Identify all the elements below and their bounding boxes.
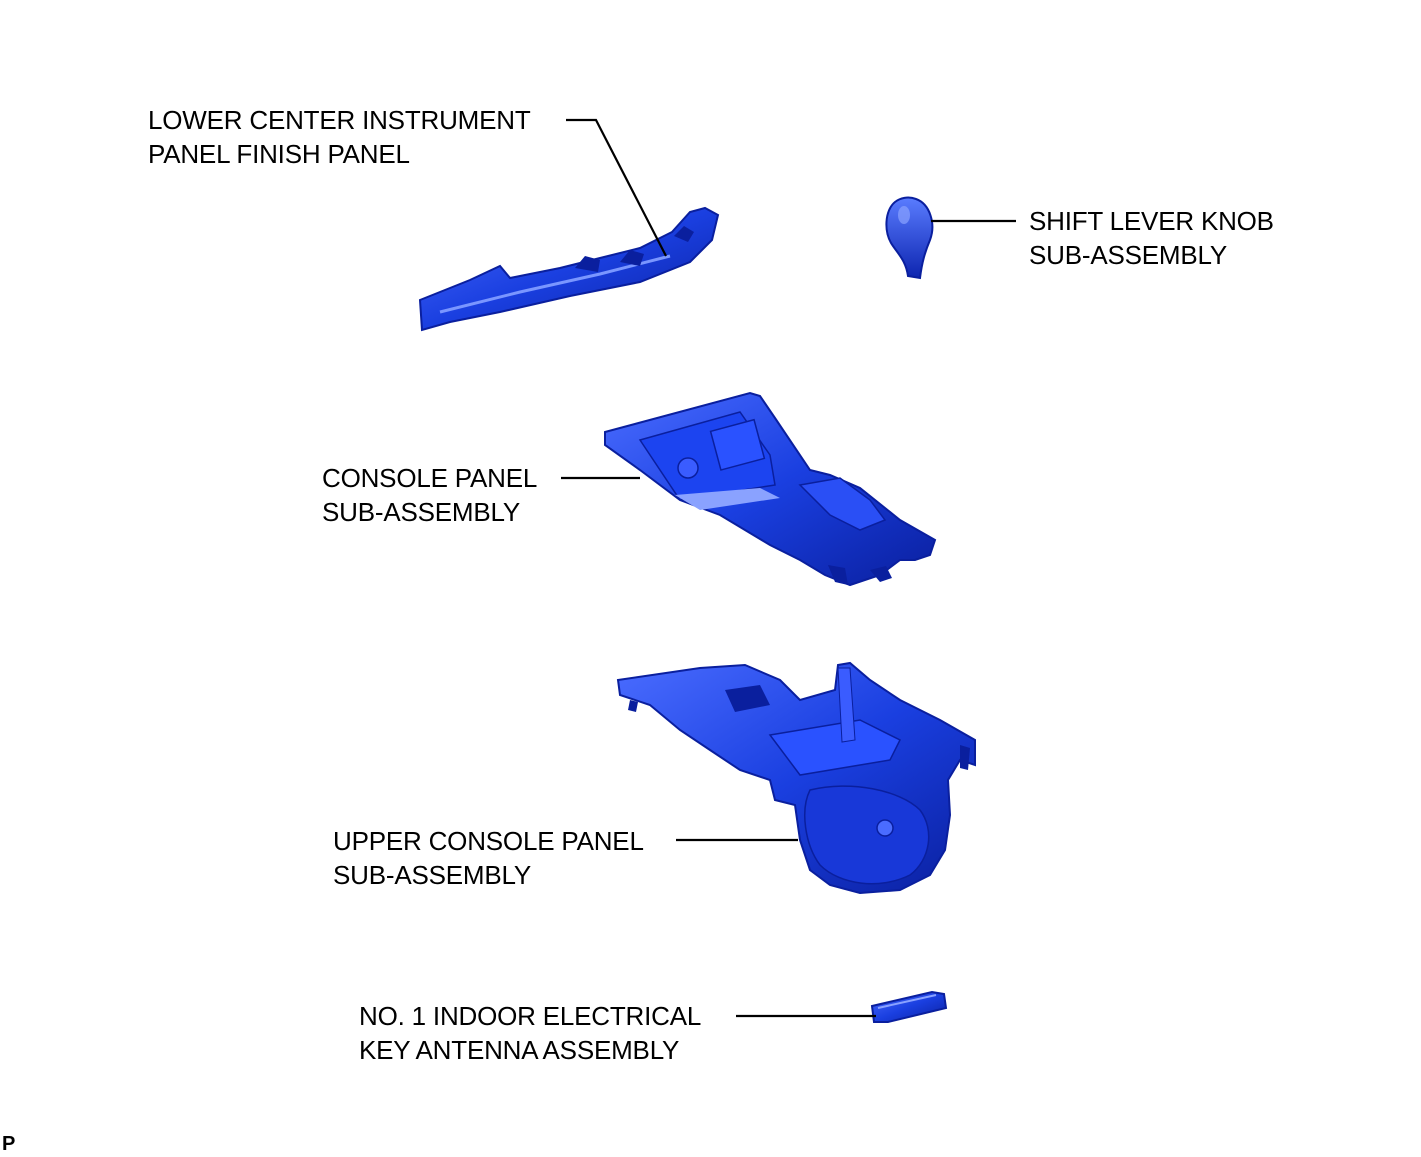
label-line: UPPER CONSOLE PANEL (333, 826, 644, 856)
upper-console-panel-label: UPPER CONSOLE PANEL SUB-ASSEMBLY (333, 824, 644, 892)
upper-console-panel-part (616, 661, 976, 895)
label-line: SUB-ASSEMBLY (322, 497, 520, 527)
lower-center-panel-part (418, 206, 720, 332)
console-panel-part (604, 391, 937, 587)
label-line: LOWER CENTER INSTRUMENT (148, 105, 531, 135)
key-antenna-label: NO. 1 INDOOR ELECTRICAL KEY ANTENNA ASSE… (359, 999, 701, 1067)
label-line: SUB-ASSEMBLY (1029, 240, 1227, 270)
key-antenna-part (870, 990, 948, 1023)
label-line: KEY ANTENNA ASSEMBLY (359, 1035, 680, 1065)
label-line: CONSOLE PANEL (322, 463, 538, 493)
label-line: SUB-ASSEMBLY (333, 860, 531, 890)
label-line: PANEL FINISH PANEL (148, 139, 410, 169)
lower-center-panel-label: LOWER CENTER INSTRUMENT PANEL FINISH PAN… (148, 103, 531, 171)
shift-knob-label: SHIFT LEVER KNOB SUB-ASSEMBLY (1029, 204, 1274, 272)
shift-knob-part (885, 196, 934, 280)
label-line: SHIFT LEVER KNOB (1029, 206, 1274, 236)
corner-mark: P (2, 1133, 16, 1155)
leader-lower-center-panel (566, 118, 667, 257)
label-line: NO. 1 INDOOR ELECTRICAL (359, 1001, 702, 1031)
console-panel-label: CONSOLE PANEL SUB-ASSEMBLY (322, 461, 537, 529)
